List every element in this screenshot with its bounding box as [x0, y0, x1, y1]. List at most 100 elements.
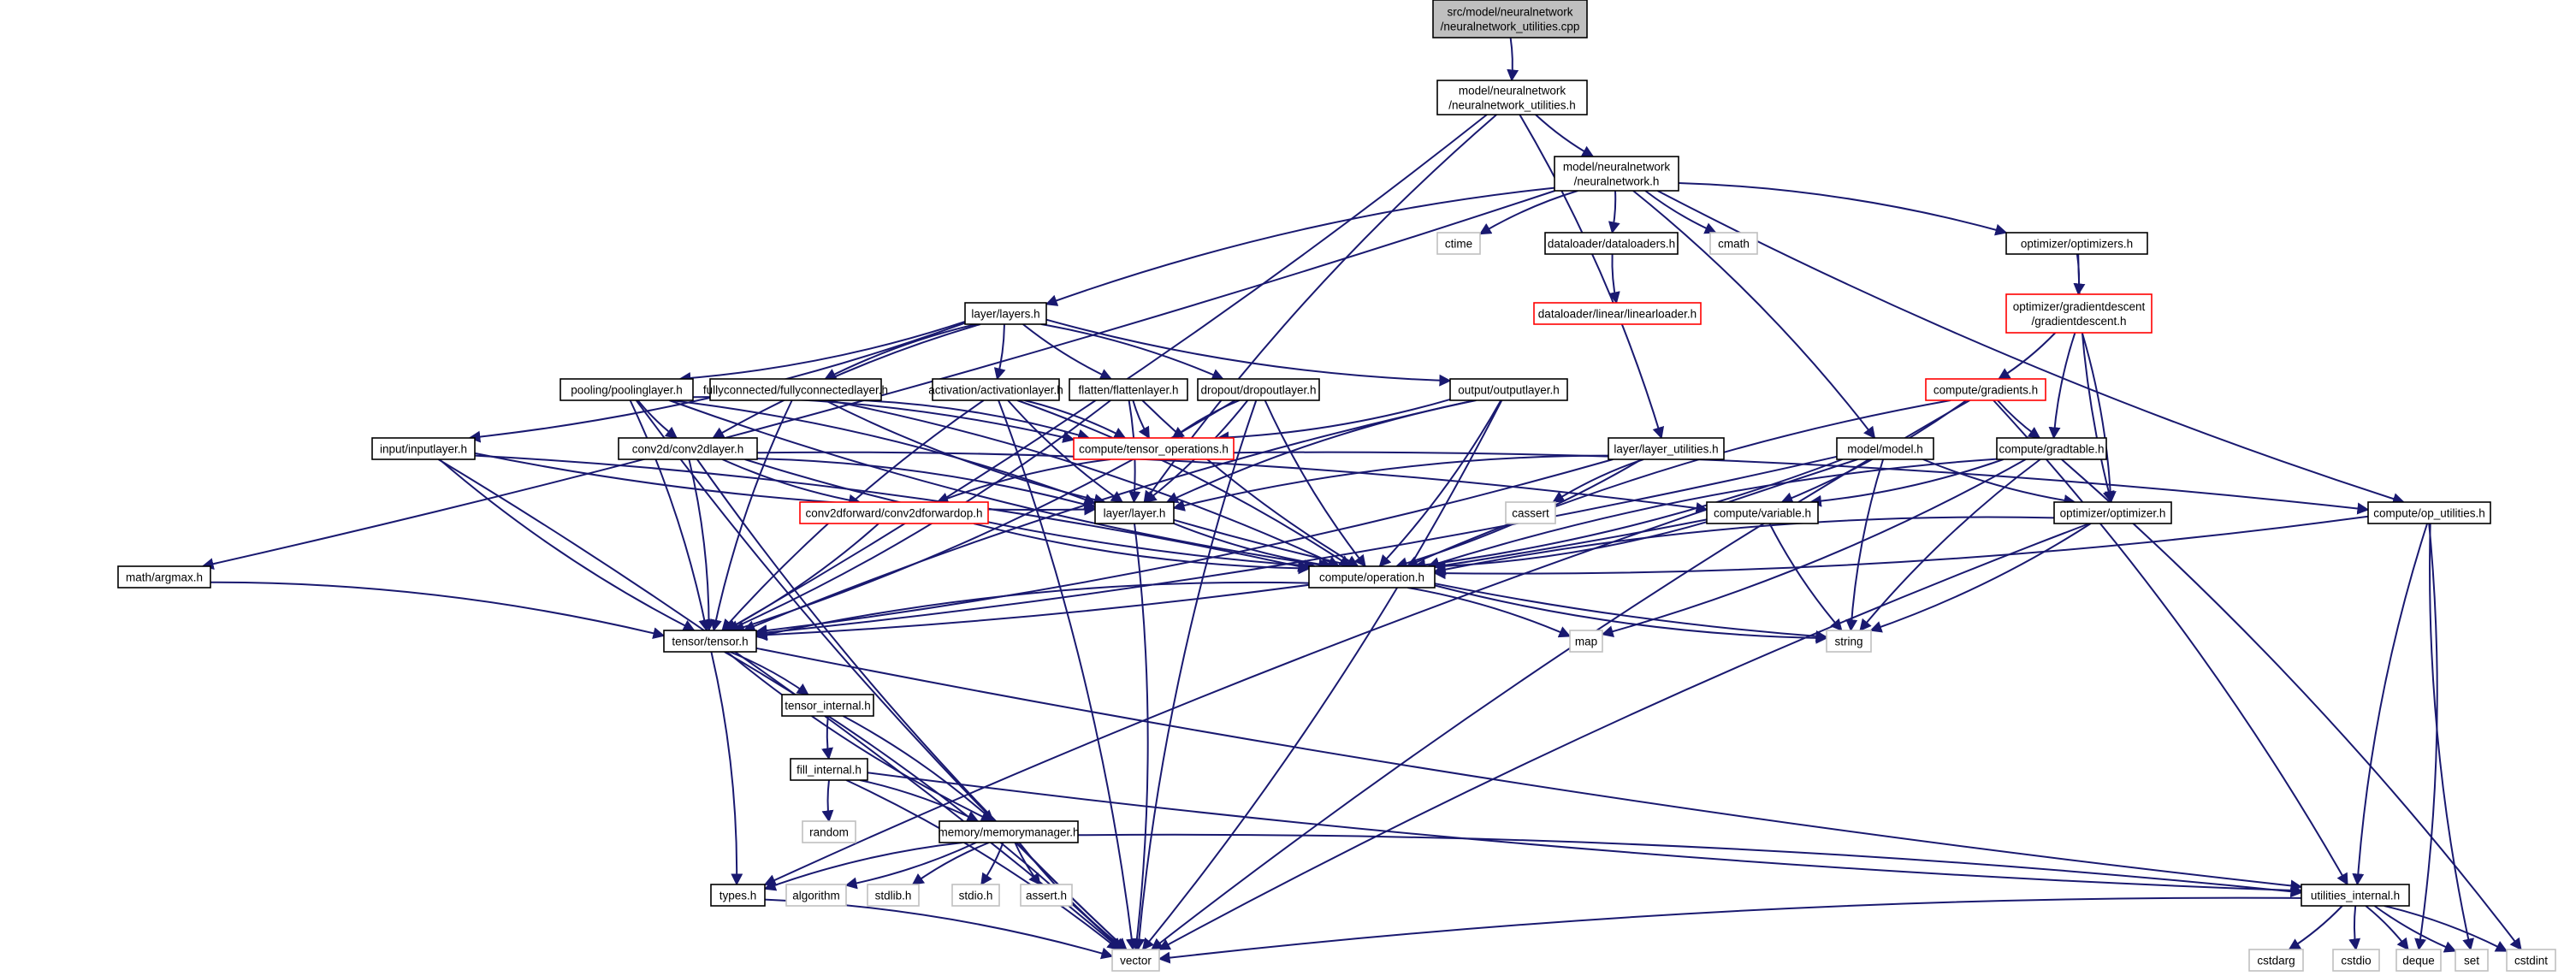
node-map: map	[1569, 630, 1603, 653]
node-label: pooling/poolinglayer.h	[571, 383, 683, 396]
node-dataloaders[interactable]: dataloader/dataloaders.h	[1544, 232, 1679, 255]
edge-operation-to-tensor	[755, 581, 1310, 641]
node-fullyconnected[interactable]: fullyconnected/fullyconnectedlayer.h	[703, 378, 888, 401]
edge-gradtable-to-map	[1601, 458, 2027, 637]
node-model[interactable]: model/model.h	[1836, 437, 1934, 460]
edge-layer-to-operation	[1173, 522, 1334, 571]
edge-nn_h-to-dataloaders	[1608, 190, 1620, 234]
node-box	[371, 437, 476, 460]
node-cstdint: cstdint	[2506, 949, 2556, 972]
edge-layers-to-activation	[993, 323, 1006, 381]
edge-utilities_internal-to-cstdarg	[2288, 905, 2343, 950]
node-label: /neuralnetwork.h	[1574, 174, 1660, 187]
node-memorymanager[interactable]: memory/memorymanager.h	[938, 820, 1080, 843]
node-label: stdio.h	[959, 889, 993, 902]
node-label: activation/activationlayer.h	[928, 383, 1063, 396]
node-operation[interactable]: compute/operation.h	[1308, 565, 1436, 589]
edge-activation-to-layer	[1007, 399, 1124, 503]
edge-layers-to-fullyconnected	[824, 323, 977, 380]
edge-flatten-to-operation	[1141, 399, 1359, 567]
edge-activation-to-vector	[998, 399, 1138, 951]
edge-fill_internal-to-random	[821, 779, 834, 823]
node-box	[790, 758, 868, 781]
edge-conv2dforward-to-tensor	[724, 523, 879, 631]
edge-model-to-types	[763, 458, 1858, 886]
edge-conv2d-to-conv2dforward	[721, 458, 862, 506]
node-algorithm: algorithm	[785, 884, 847, 907]
node-variable[interactable]: compute/variable.h	[1706, 501, 1819, 524]
node-tensor[interactable]: tensor/tensor.h	[663, 630, 757, 653]
edge-pooling-to-operation	[668, 399, 1331, 571]
edge-layer	[201, 37, 2522, 964]
edge-argmax-to-tensor	[210, 581, 666, 640]
edge-layers-to-pooling	[678, 321, 966, 384]
node-label: layer/layer.h	[1104, 506, 1166, 519]
node-label: cmath	[1718, 237, 1750, 250]
edge-tensor_internal-to-memorymanager	[842, 715, 995, 822]
node-layer_utils[interactable]: layer/layer_utilities.h	[1608, 437, 1725, 460]
edge-op_utils-to-utilities_internal	[2352, 523, 2429, 886]
node-optimizer[interactable]: optimizer/optimizer.h	[2053, 501, 2172, 524]
node-box	[932, 378, 1060, 401]
edge-tensor-to-types	[710, 651, 743, 886]
node-op_utils[interactable]: compute/op_utilities.h	[2367, 501, 2491, 524]
node-layers[interactable]: layer/layers.h	[964, 302, 1047, 325]
node-box	[1706, 501, 1819, 524]
node-optimizers[interactable]: optimizer/optimizers.h	[2005, 232, 2148, 255]
node-box	[2367, 501, 2491, 524]
edge-dropout-to-operation	[1264, 399, 1366, 568]
edge-memorymanager-to-stdio_h	[980, 842, 1004, 886]
edge-nn_h-to-ctime	[1478, 190, 1578, 235]
edge-output-to-tensor	[743, 399, 1476, 632]
node-dropout[interactable]: dropout/dropoutlayer.h	[1197, 378, 1320, 401]
node-label: utilities_internal.h	[2311, 889, 2400, 902]
node-input[interactable]: input/inputlayer.h	[371, 437, 476, 460]
node-gradients[interactable]: compute/gradients.h	[1925, 378, 2046, 401]
edge-nn_h-to-model	[1632, 190, 1876, 440]
node-box	[2053, 501, 2172, 524]
node-argmax[interactable]: math/argmax.h	[117, 565, 211, 589]
node-nn_h[interactable]: model/neuralnetwork/neuralnetwork.h	[1554, 156, 1679, 192]
node-utilities_internal[interactable]: utilities_internal.h	[2301, 884, 2410, 907]
node-linearloader[interactable]: dataloader/linear/linearloader.h	[1533, 302, 1702, 325]
node-conv2d[interactable]: conv2d/conv2dlayer.h	[618, 437, 758, 460]
node-label: dataloader/linear/linearloader.h	[1538, 307, 1697, 320]
node-box	[1554, 156, 1679, 192]
node-gradtable[interactable]: compute/gradtable.h	[1996, 437, 2107, 460]
node-pooling[interactable]: pooling/poolinglayer.h	[560, 378, 694, 401]
node-tensor_ops[interactable]: compute/tensor_operations.h	[1073, 437, 1235, 460]
edge-nn_utils_h-to-layer_utils	[1519, 114, 1665, 440]
edge-pooling-to-vector	[635, 399, 1128, 950]
node-tensor_internal[interactable]: tensor_internal.h	[781, 694, 874, 717]
node-flatten[interactable]: flatten/flattenlayer.h	[1069, 378, 1188, 401]
edge-layers-to-output	[1045, 318, 1452, 387]
node-box	[781, 694, 874, 717]
node-box	[2005, 232, 2148, 255]
node-box	[2332, 949, 2380, 972]
node-box	[867, 884, 920, 907]
node-box	[1449, 378, 1568, 401]
node-gradientdescent[interactable]: optimizer/gradientdescent/gradientdescen…	[2005, 293, 2153, 334]
edge-layer_utils-to-tensor	[755, 458, 1614, 637]
node-fill_internal[interactable]: fill_internal.h	[790, 758, 868, 781]
node-nn_utils_h[interactable]: model/neuralnetwork/neuralnetwork_utilit…	[1436, 80, 1588, 115]
node-label: src/model/neuralnetwork	[1447, 5, 1572, 18]
edge-utilities_internal-to-cstdio	[2348, 905, 2361, 951]
node-box	[1826, 630, 1872, 653]
node-label: cassert	[1512, 506, 1549, 519]
edge-input-to-layer	[474, 452, 1097, 516]
node-output[interactable]: output/outputlayer.h	[1449, 378, 1568, 401]
node-label: tensor_internal.h	[785, 699, 871, 712]
edge-flatten-to-tensor	[726, 399, 1111, 632]
node-types[interactable]: types.h	[710, 884, 766, 907]
node-layer[interactable]: layer/layer.h	[1094, 501, 1175, 524]
edge-memorymanager-to-assert_h	[1014, 842, 1041, 886]
node-box	[1569, 630, 1603, 653]
node-label: ctime	[1445, 237, 1472, 250]
node-activation[interactable]: activation/activationlayer.h	[928, 378, 1063, 401]
edge-conv2d-to-layer	[756, 458, 1097, 511]
node-cstdio: cstdio	[2332, 949, 2380, 972]
edge-utilities_internal-to-vector	[1158, 896, 2302, 964]
node-conv2dforward[interactable]: conv2dforward/conv2dforwardop.h	[799, 501, 989, 524]
node-label: memory/memorymanager.h	[938, 825, 1079, 838]
